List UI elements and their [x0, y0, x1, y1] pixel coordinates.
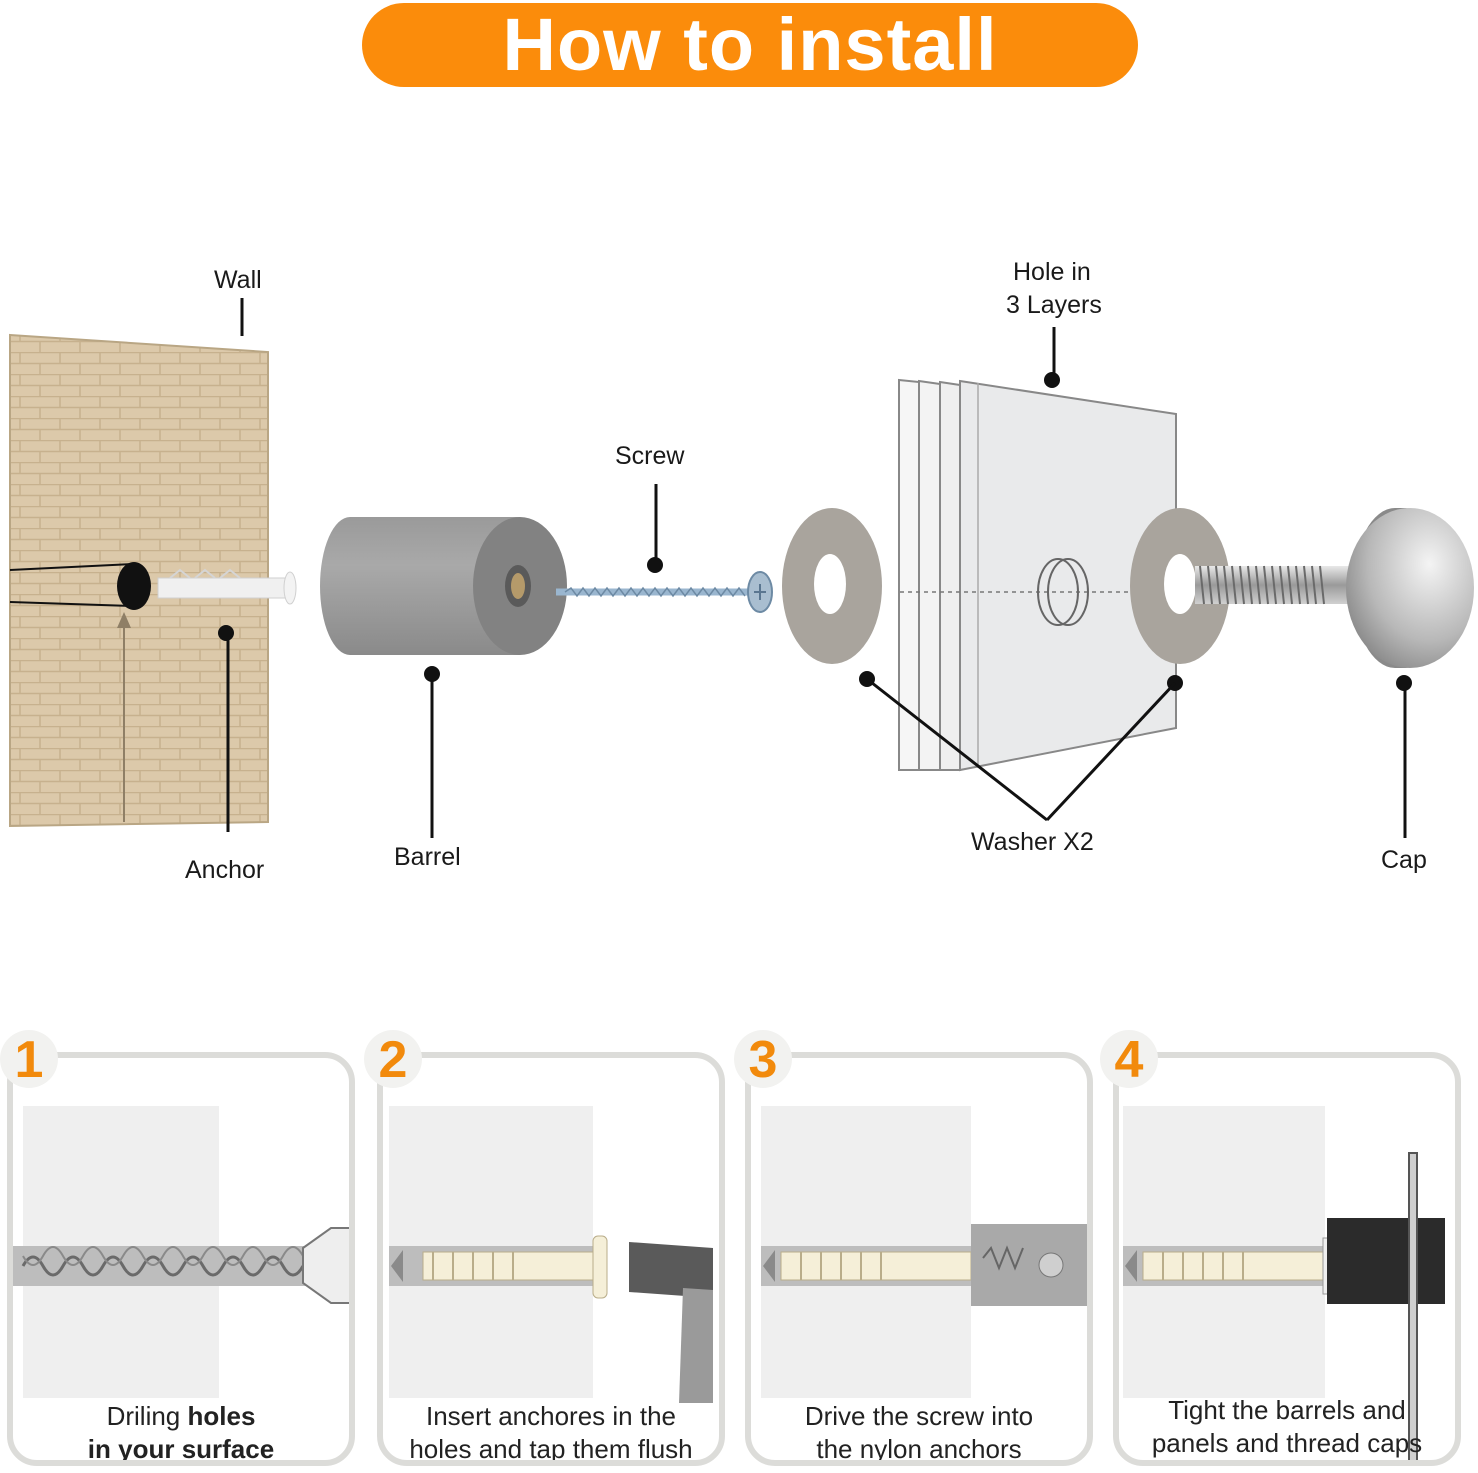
title-banner: How to install: [362, 3, 1138, 87]
step-4-illustration: [1123, 1106, 1445, 1460]
step-2-caption-line1: Insert anchores in the: [425, 1401, 677, 1431]
step-card-3: Drive the screw into the nylon anchors: [745, 1052, 1093, 1466]
label-cap: Cap: [1381, 846, 1427, 874]
step-1-caption-line1b: holes: [187, 1401, 256, 1431]
label-barrel: Barrel: [394, 843, 461, 871]
step-2-caption-line2: holes and tap them flush: [409, 1434, 693, 1464]
label-hole-line1: Hole in: [1013, 258, 1091, 286]
washer-left-illustration: [782, 508, 882, 664]
step-1-caption: Driling holes in your surface: [13, 1400, 349, 1464]
washer-right-illustration: [1130, 508, 1230, 664]
step-1-illustration: [13, 1106, 349, 1398]
step-card-1: Driling holes in your surface: [7, 1052, 355, 1466]
label-wall: Wall: [214, 266, 262, 294]
panel-layers-illustration: [898, 378, 1177, 772]
label-anchor: Anchor: [185, 856, 265, 884]
step-number-3: 3: [734, 1030, 792, 1089]
step-4-caption-line1: Tight the barrels and: [1168, 1395, 1406, 1425]
wall-illustration: [9, 333, 269, 828]
step-1-caption-line2: in your surface: [87, 1434, 275, 1464]
step-3-illustration: [761, 1106, 1087, 1398]
exploded-diagram: [9, 298, 1474, 838]
step-4-caption: Tight the barrels and panels and thread …: [1119, 1394, 1455, 1460]
label-screw: Screw: [615, 442, 685, 470]
step-3-caption: Drive the screw into the nylon anchors: [751, 1400, 1087, 1464]
step-card-2: Insert anchores in the holes and tap the…: [377, 1052, 725, 1466]
screw-illustration: [556, 571, 773, 613]
step-4-caption-line2: panels and thread caps: [1151, 1428, 1423, 1458]
anchor-illustration: [157, 568, 297, 605]
step-2-illustration: [389, 1106, 713, 1403]
leader-lines: [218, 298, 1412, 838]
step-number-2: 2: [364, 1030, 422, 1089]
step-card-4: Tight the barrels and panels and thread …: [1113, 1052, 1461, 1466]
label-hole-line2: 3 Layers: [1006, 291, 1102, 319]
label-washer: Washer X2: [971, 828, 1094, 856]
step-2-caption: Insert anchores in the holes and tap the…: [383, 1400, 719, 1464]
step-3-caption-line1: Drive the screw into: [804, 1401, 1034, 1431]
cap-thread-illustration: [1195, 565, 1350, 605]
step-number-1: 1: [0, 1030, 58, 1089]
barrel-illustration: [320, 517, 567, 655]
step-number-4: 4: [1100, 1030, 1158, 1089]
step-1-caption-line1a: Driling: [106, 1401, 188, 1431]
step-3-caption-line2: the nylon anchors: [816, 1434, 1022, 1464]
cap-illustration: [1346, 508, 1474, 668]
